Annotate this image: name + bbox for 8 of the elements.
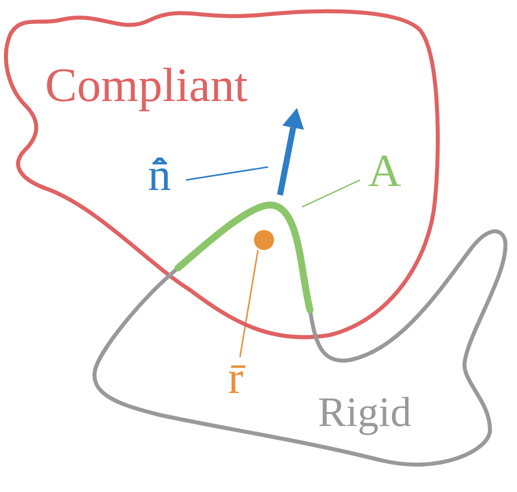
leader-line (186, 166, 268, 181)
leader-line (239, 250, 259, 358)
symbol-label: r̄ (228, 355, 244, 401)
region-label: Rigid (318, 392, 412, 434)
symbol-label: n̂̄ (148, 152, 171, 198)
leader-line (302, 179, 360, 208)
region-label: Compliant (45, 62, 248, 110)
symbol-label: A (368, 148, 402, 194)
